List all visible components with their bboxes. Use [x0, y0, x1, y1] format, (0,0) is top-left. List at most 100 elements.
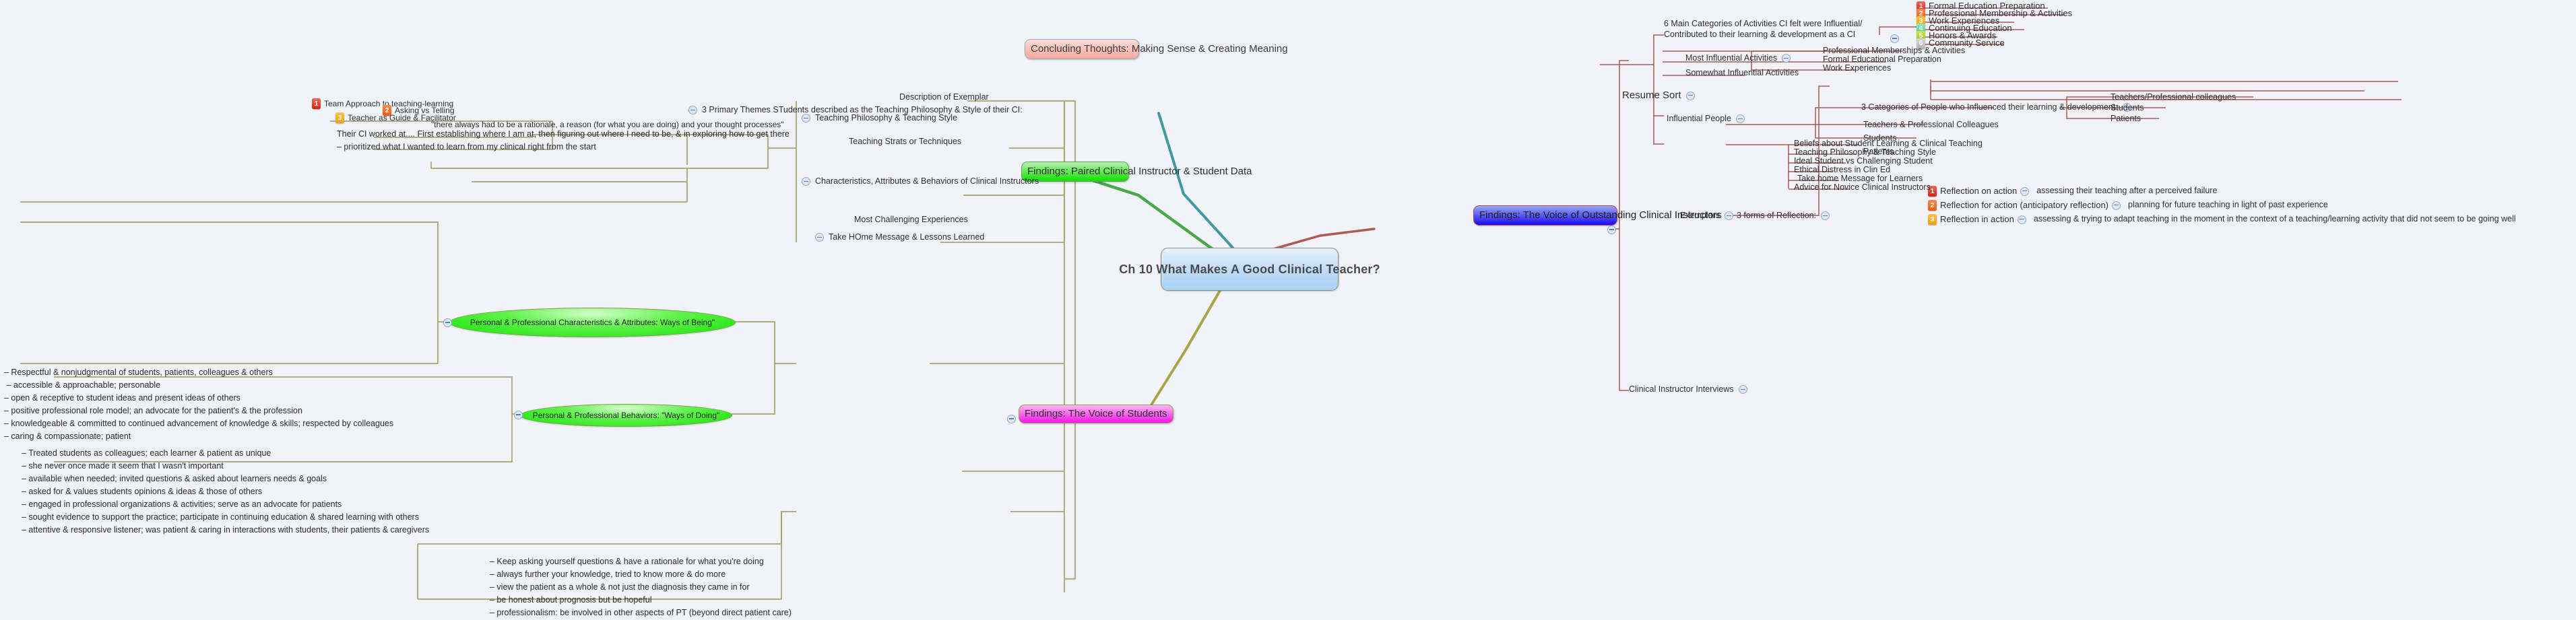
toggle-three-themes[interactable]	[688, 106, 697, 115]
node-take-home-message: Take HOme Message & Lessons Learned	[815, 232, 984, 243]
category-label: Continuing Education	[1929, 23, 2012, 34]
people-child-3[interactable]: Patients	[1863, 147, 1894, 156]
reflection-item-2[interactable]: 2 Reflection for action (anticipatory re…	[1928, 200, 2328, 211]
node-three-primary-themes: 3 Primary Themes STudents described as t…	[688, 105, 1023, 116]
theme-label: Asking vs Telling	[395, 105, 455, 115]
toggle-reflection-2[interactable]	[2112, 201, 2121, 210]
interview-topic-2[interactable]: Teaching Philosophy & Teaching Style	[1794, 147, 1937, 157]
branch-concluding-thoughts[interactable]: Concluding Thoughts: Making Sense & Crea…	[1025, 39, 1288, 59]
branch-voice-of-students[interactable]: Findings: The Voice of Students	[1019, 405, 1173, 423]
people-category-3[interactable]: Patients	[2111, 114, 2142, 123]
reflection-label: Reflection on action	[1940, 186, 2018, 196]
root-node[interactable]: Ch 10 What Makes A Good Clinical Teacher…	[1119, 248, 1380, 291]
category-label: Community Service	[1929, 38, 2005, 48]
interview-topic-4[interactable]: Ethical Distress in Clin Ed	[1794, 165, 1891, 174]
node-ways-of-being[interactable]: Personal & Professional Characteristics …	[449, 308, 736, 337]
theme-item-1[interactable]: 1 Team Approach to teaching-learning	[312, 98, 453, 109]
category-label: Work Experiences	[1929, 15, 2000, 26]
toggle-ways-of-doing[interactable]	[514, 411, 523, 419]
toggle-resume-sort[interactable]	[1685, 91, 1695, 100]
people-child-1[interactable]: Teachers & Professional Colleagues	[1863, 120, 1999, 129]
toggle-teaching-philosophy[interactable]	[802, 114, 810, 123]
toggle-voice-of-students[interactable]	[1007, 415, 1016, 423]
list-ways-of-being-bullets[interactable]: – Respectful & nonjudgmental of students…	[4, 368, 394, 441]
theme-label: Teacher as Guide & Facilitator	[348, 112, 456, 123]
node-three-categories-people: 3 Categories of People who Influenced th…	[1861, 102, 2131, 113]
three-forms-label[interactable]: 3 forms of Reflection:	[1737, 211, 1817, 220]
reflection-item-1[interactable]: 1 Reflection on action assessing their t…	[1928, 186, 2217, 197]
teaching-philosophy-label[interactable]: Teaching Philosophy & Teaching Style	[815, 113, 958, 123]
node-teaching-strats[interactable]: Teaching Strats or Techniques	[849, 137, 962, 146]
toggle-take-home[interactable]	[815, 233, 824, 242]
toggle-three-categories[interactable]	[2122, 103, 2131, 112]
badge-1-icon: 1	[312, 98, 321, 109]
reflection-item-3[interactable]: 3 Reflection in action assessing & tryin…	[1928, 214, 2516, 226]
interview-topic-6[interactable]: Advice for Novice Clinical Instructors	[1794, 182, 1931, 192]
node-resume-sort: Resume Sort	[1622, 90, 1695, 102]
reflection-desc: planning for future teaching in light of…	[2128, 200, 2328, 210]
node-rationale-quote[interactable]: "there always had to be a rationale, a r…	[431, 120, 784, 129]
toggle-most-influential[interactable]	[1782, 54, 1791, 63]
node-ways-of-doing[interactable]: Personal & Professional Behaviors: "Ways…	[520, 404, 732, 427]
theme-item-2[interactable]: 2 Asking vs Telling	[383, 105, 455, 116]
theme-item-3[interactable]: 3 Teacher as Guide & Facilitator	[335, 112, 456, 123]
people-category-1[interactable]: Teachers/Professional colleagues	[2111, 92, 2236, 102]
toggle-characteristics[interactable]	[802, 177, 810, 186]
node-most-influential-activities: Most Influential Activities	[1685, 53, 1791, 64]
three-categories-label[interactable]: 3 Categories of People who Influenced th…	[1861, 102, 2118, 112]
toggle-ways-of-being[interactable]	[443, 318, 452, 327]
reflection-label: Reflection for action (anticipatory refl…	[1940, 200, 2109, 210]
toggle-three-forms[interactable]	[1821, 211, 1830, 221]
toggle-reflection-3[interactable]	[2017, 215, 2026, 224]
toggle-influential-people[interactable]	[1735, 114, 1745, 124]
reflection-desc: assessing their teaching after a perceiv…	[2036, 186, 2218, 196]
toggle-ci-interviews[interactable]	[1738, 385, 1747, 394]
ci-interviews-label[interactable]: Clinical Instructor Interviews	[1629, 384, 1734, 394]
characteristics-label[interactable]: Characteristics, Attributes & Behaviors …	[815, 176, 1039, 186]
node-characteristics-attributes-behaviors: Characteristics, Attributes & Behaviors …	[802, 176, 1039, 187]
people-child-2[interactable]: Students	[1863, 133, 1897, 143]
list-lessons-learned-bullets[interactable]: – Keep asking yourself questions & have …	[490, 557, 792, 617]
branch-paired-data[interactable]: Findings: Paired Clinical Instructor & S…	[1021, 162, 1252, 182]
category-item-6[interactable]: 6 Community Service	[1917, 38, 2072, 49]
toggle-reflection-1[interactable]	[2020, 186, 2030, 196]
resume-sort-label[interactable]: Resume Sort	[1622, 90, 1681, 101]
three-themes-label[interactable]: 3 Primary Themes STudents described as t…	[702, 105, 1023, 114]
node-somewhat-influential[interactable]: Somewhat Influential Activities	[1685, 68, 1799, 77]
reflection-label: Reflection in action	[1940, 214, 2014, 224]
badge-3-icon: 3	[1928, 214, 1937, 226]
node-influential-people: Influential People	[1667, 114, 1745, 125]
category-label: Formal Education Preparation	[1929, 1, 2045, 11]
toggle-six-categories[interactable]	[1890, 34, 1899, 43]
node-most-challenging-experiences[interactable]: Most Challenging Experiences	[854, 215, 968, 224]
toggle-exemplars[interactable]	[1725, 211, 1734, 221]
interview-topic-1[interactable]: Beliefs about Student Learning & Clinica…	[1794, 139, 1983, 148]
node-clinical-instructor-interviews: Clinical Instructor Interviews	[1629, 384, 1747, 395]
most-influential-label[interactable]: Most Influential Activities	[1685, 53, 1778, 63]
toggle-voice-of-ci[interactable]	[1607, 226, 1616, 234]
people-category-2[interactable]: Students	[2111, 103, 2144, 112]
interview-topic-3[interactable]: Ideal Student vs Challenging Student	[1794, 156, 1933, 166]
reflection-desc: assessing & trying to adapt teaching in …	[2033, 214, 2516, 224]
node-six-main-categories[interactable]: 6 Main Categories of Activities CI felt …	[1664, 19, 1863, 39]
take-home-label[interactable]: Take HOme Message & Lessons Learned	[829, 232, 985, 242]
most-influential-item-3[interactable]: Work Experiences	[1823, 63, 1892, 73]
badge-2-icon: 2	[1928, 200, 1937, 211]
badge-1-icon: 1	[1928, 186, 1937, 197]
badge-2-icon: 2	[383, 105, 391, 116]
exemplars-label[interactable]: Exemplars	[1680, 211, 1720, 220]
badge-6-icon: 6	[1917, 38, 1925, 49]
node-ci-worked-at[interactable]: Their CI worked at.... First establishin…	[337, 129, 790, 151]
node-exemplars: Exemplars	[1680, 211, 1734, 221]
influential-people-label[interactable]: Influential People	[1667, 114, 1731, 123]
category-item-5[interactable]: 5 Honors & Awards	[1917, 30, 2072, 42]
node-description-of-exemplar[interactable]: Description of Exemplar	[899, 92, 989, 102]
list-ways-of-doing-bullets[interactable]: – Treated students as colleagues; each l…	[22, 448, 430, 535]
interview-topic-5[interactable]: Take home Message for Learners	[1797, 174, 1923, 183]
most-influential-item-2[interactable]: Formal Educational Preparation	[1823, 55, 1941, 64]
node-three-forms-reflection: 3 forms of Reflection:	[1737, 211, 1830, 221]
badge-3-icon: 3	[335, 112, 344, 123]
branch-voice-of-ci[interactable]: Findings: The Voice of Outstanding Clini…	[1473, 205, 1722, 226]
most-influential-item-1[interactable]: Professional Memberships & Activities	[1823, 46, 1966, 55]
